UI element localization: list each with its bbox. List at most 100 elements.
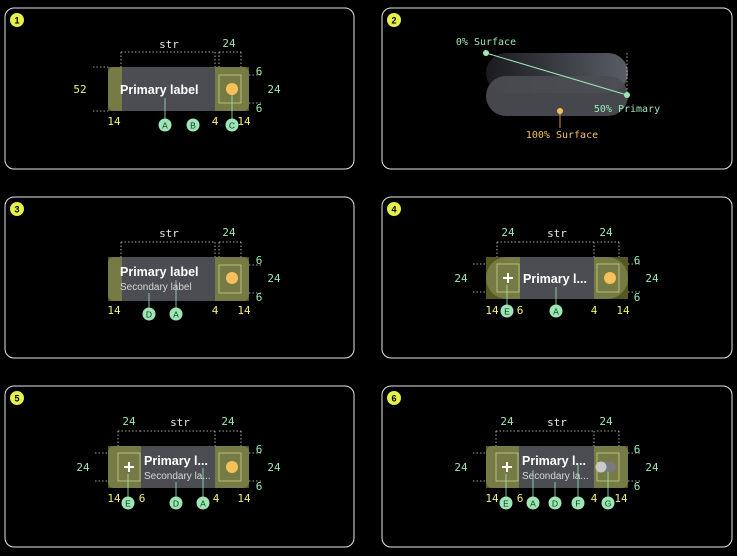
panel-border [381,7,733,170]
right-padding-label: 14 [237,492,251,505]
right-padding-label: 14 [237,115,251,128]
icon-width-label: 24 [222,226,236,239]
chip-with-secondary: Primary label Secondary label [108,257,249,301]
icon-top-padding-label: 6 [256,254,263,267]
icon-bottom-padding-label: 6 [256,102,263,115]
callout-badge [196,496,210,510]
panel-3: 3 Primary label Secondary label str 24 6… [4,196,355,359]
panel-number-badge [387,391,401,405]
trailing-icon-width-label: 24 [599,226,613,239]
panel-4: 4 Primary l... 24 str [381,196,733,359]
panel-number: 3 [14,205,19,215]
callout-badge [158,118,172,132]
callout-letter: E [503,499,509,509]
leading-gap-label: 6 [139,492,146,505]
callout-lines [164,95,233,119]
callout-lines [506,285,557,305]
leading-gap-label: 6 [517,492,524,505]
callout-badge [186,118,200,132]
primary-50-label: 50% Primary [594,104,660,115]
height-label: 52 [73,83,86,96]
icon-height-label: 24 [267,83,281,96]
callout-badge [601,496,615,510]
callout-letter: A [200,499,206,509]
gap-label: 4 [212,304,219,317]
leading-icon-height-label: 24 [454,461,468,474]
chip-container [486,446,628,488]
left-padding-label: 14 [107,115,121,128]
trailing-icon-height-label: 24 [645,272,659,285]
callout-letter: E [504,307,510,317]
icon-top-padding-label: 6 [256,443,263,456]
surface-0-label: 0% Surface [456,37,516,48]
trailing-icon-frame [596,263,620,293]
callout-badge [500,304,514,318]
panel-number-badge [10,13,24,27]
secondary-label: Secondary la... [522,471,589,482]
callout-badge [499,496,513,510]
chip-container [108,257,249,301]
panel-number: 6 [391,394,396,404]
primary-label: Primary l... [144,454,208,468]
chip-container [108,67,249,111]
icon-height-label: 24 [267,272,281,285]
width-label-str: str [170,416,190,429]
icon-top-padding-label: 6 [256,65,263,78]
gradient-vector [485,52,628,96]
toggle-thumb-icon [595,461,607,473]
panel-number-badge [10,391,24,405]
icon-bottom-padding-label: 6 [634,480,641,493]
callout-badge [225,118,239,132]
callout-badge [548,496,562,510]
guide-lines [473,241,640,293]
primary-label: Primary l... [522,454,586,468]
chip-container [486,257,628,299]
leading-icon-width-label: 24 [500,415,514,428]
gap-label: 4 [212,115,219,128]
guide-lines [120,241,262,294]
trailing-gap-label: 4 [213,492,220,505]
panel-number: 4 [391,205,396,215]
plus-icon [502,462,512,472]
left-padding-label: 14 [107,492,121,505]
guide-lines [473,430,640,482]
primary-label: Primary label [120,83,199,97]
primary-label: Primary label [120,265,199,279]
padding-left-overlay [108,67,122,111]
panel-border [4,385,355,548]
trailing-icon [604,272,616,284]
panel-border [4,196,355,359]
plus-icon [124,462,134,472]
width-label-str: str [547,227,567,240]
callout-badge [526,496,540,510]
panel-2: 2 0% Surface 50% Primary 100% Surface [381,7,733,170]
callout-letter: B [190,121,196,131]
trailing-icon-height-label: 24 [645,461,659,474]
callout-letter: C [229,121,235,131]
callout-letter: A [530,499,536,509]
chip-leading-icon-secondary-disabled: Primary l... Secondary la... [486,446,628,488]
guide-lines [93,51,262,112]
callout-lines [505,465,609,497]
leading-icon-frame [117,452,141,482]
panel-1: 1 Primary label str 24 52 6 24 6 [4,7,355,170]
trailing-icon-width-label: 24 [599,415,613,428]
right-padding-label: 14 [614,492,628,505]
leading-icon-height-label: 24 [454,272,468,285]
chip-with-leading-icon: Primary l... [486,257,628,299]
panel-border [4,7,355,170]
callout-letter: G [605,499,612,509]
right-padding-label: 14 [237,304,251,317]
left-padding-label: 14 [485,492,499,505]
padding-left-overlay [108,257,122,301]
leading-gap-label: 6 [517,304,524,317]
callout-badge [549,304,563,318]
trailing-icon-height-label: 24 [267,461,281,474]
callout-badge [121,496,135,510]
chip-container [108,446,249,488]
panel-number-badge [387,13,401,27]
leading-icon-frame [495,452,519,482]
leading-icon-width-label: 24 [501,226,515,239]
panel-6: 6 Primary l... Secondary la... [381,385,733,548]
